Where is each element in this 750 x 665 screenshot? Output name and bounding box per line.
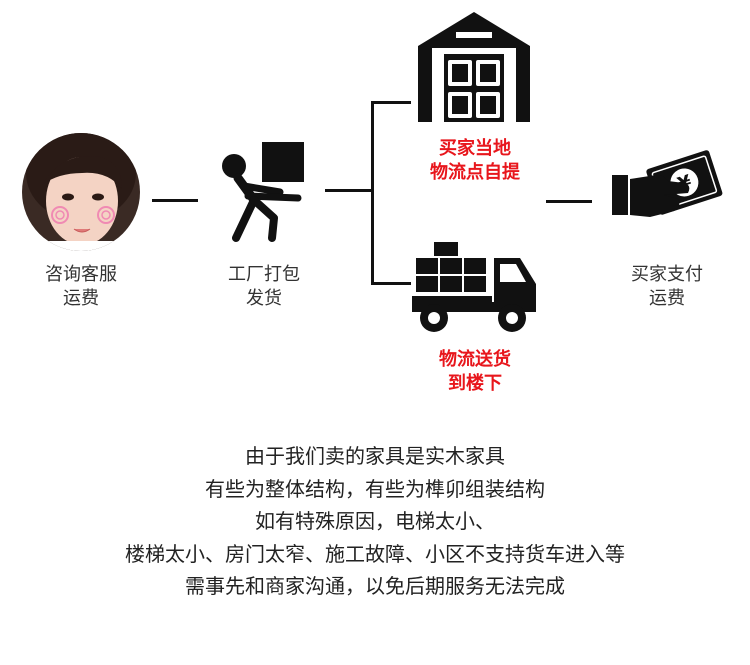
- factory-label-line-1: 工厂打包: [228, 264, 300, 285]
- factory-label: 工厂打包 发货: [202, 263, 326, 311]
- person-carrying-box-icon: [218, 140, 310, 245]
- delivery-label-line-1: 物流送货: [439, 349, 511, 370]
- customer-service-label: 咨询客服 运费: [18, 263, 144, 311]
- note-line: 如有特殊原因，电梯太小、: [255, 509, 495, 533]
- connector-line: [152, 199, 198, 202]
- self-pickup-label-line-1: 买家当地: [439, 138, 511, 159]
- note-line: 有些为整体结构，有些为榫卯组装结构: [205, 476, 545, 501]
- customer-service-label-line-1: 咨询客服: [45, 264, 117, 285]
- buyer-pays-label-line-2: 运费: [649, 288, 685, 309]
- hand-paying-yuan-icon: ¥: [612, 141, 724, 239]
- delivery-truck-icon: [412, 240, 538, 336]
- connector-line: [325, 189, 374, 192]
- customer-service-avatar: [22, 133, 140, 251]
- branch-bracket: [371, 101, 374, 285]
- branch-line-bottom: [371, 282, 411, 285]
- self-pickup-label: 买家当地 物流点自提: [400, 137, 550, 185]
- connector-line: [546, 200, 592, 203]
- buyer-pays-label-line-1: 买家支付: [631, 264, 703, 285]
- warehouse-icon: [418, 12, 530, 122]
- note-line: 由于我们卖的家具是实木家具: [245, 444, 505, 468]
- buyer-pays-label: 买家支付 运费: [604, 263, 730, 311]
- self-pickup-label-line-2: 物流点自提: [430, 162, 520, 183]
- note-line: 需事先和商家沟通，以免后期服务无法完成: [185, 574, 565, 598]
- delivery-label: 物流送货 到楼下: [400, 348, 550, 396]
- delivery-label-line-2: 到楼下: [448, 373, 502, 394]
- branch-line-top: [371, 101, 411, 104]
- factory-label-line-2: 发货: [246, 288, 282, 309]
- shipping-notes: 由于我们卖的家具是实木家具 有些为整体结构，有些为榫卯组装结构 如有特殊原因，电…: [0, 440, 750, 603]
- customer-service-label-line-2: 运费: [63, 288, 99, 309]
- note-line: 楼梯太小、房门太窄、施工故障、小区不支持货车进入等: [125, 541, 625, 566]
